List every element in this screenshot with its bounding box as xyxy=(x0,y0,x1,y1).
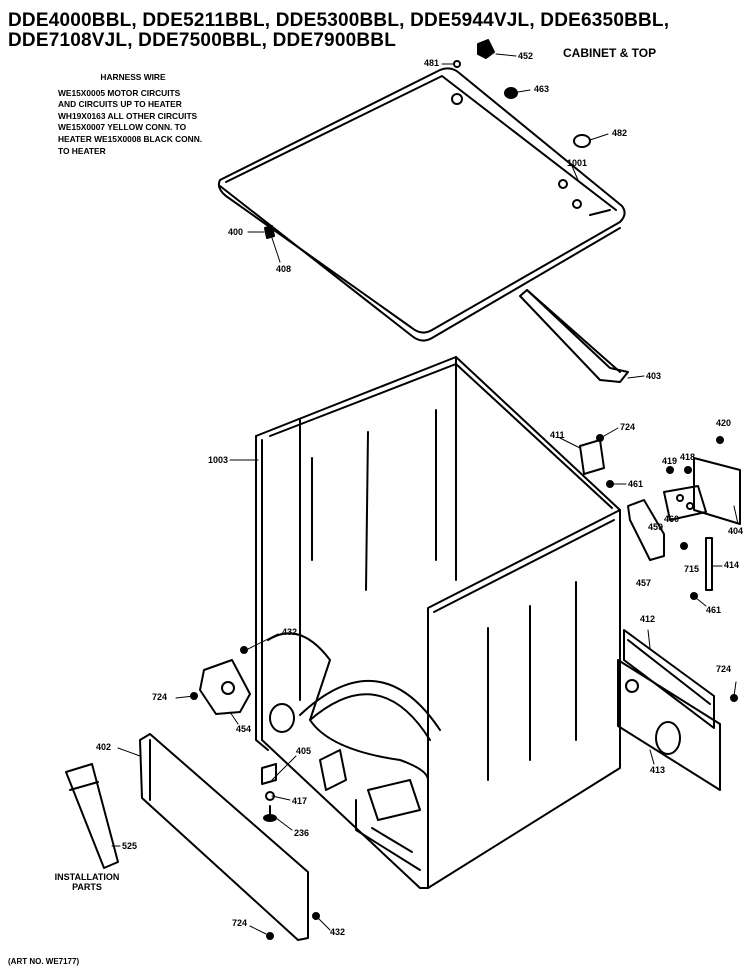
installation-line: PARTS xyxy=(72,882,102,892)
label-724: 724 xyxy=(716,664,732,674)
label-420: 420 xyxy=(716,418,732,428)
label-724: 724 xyxy=(620,422,636,432)
leader-lines xyxy=(111,53,739,935)
strap-414 xyxy=(705,537,713,591)
label-403: 403 xyxy=(646,371,662,381)
harness-line: WE15X0005 MOTOR CIRCUITS xyxy=(58,87,181,98)
art-number: (ART NO. WE7177) xyxy=(8,957,80,966)
label-461: 461 xyxy=(706,605,722,615)
part-463-plug xyxy=(504,87,518,99)
kick-plate-402 xyxy=(139,733,309,941)
label-715: 715 xyxy=(684,564,700,574)
installation-line: INSTALLATION xyxy=(54,872,120,882)
label-454: 454 xyxy=(236,724,252,734)
installation-parts-label: INSTALLATION PARTS xyxy=(50,872,124,892)
bracket-404 xyxy=(693,457,741,525)
harness-wire-note: HARNESS WIRE WE15X0005 MOTOR CIRCUITS AN… xyxy=(58,72,208,157)
label-411: 411 xyxy=(550,430,565,440)
harness-heading: HARNESS WIRE xyxy=(100,72,166,82)
harness-line: TO HEATER xyxy=(58,145,106,156)
panel-411 xyxy=(579,439,605,475)
label-459: 459 xyxy=(648,522,664,532)
panel-413 xyxy=(617,659,721,791)
part-400-clip xyxy=(264,225,275,239)
harness-line: AND CIRCUITS UP TO HEATER xyxy=(58,99,182,110)
part-482-bumper xyxy=(573,134,591,148)
support-bar-403 xyxy=(519,289,629,383)
label-413: 413 xyxy=(650,765,666,775)
label-432: 432 xyxy=(282,627,298,637)
label-525: 525 xyxy=(122,841,138,851)
label-402: 402 xyxy=(96,742,112,752)
section-title: CABINET & TOP xyxy=(563,46,657,60)
label-482: 482 xyxy=(612,128,628,138)
label-408: 408 xyxy=(276,264,292,274)
models-line-2: DDE7108VJL, DDE7500BBL, DDE7900BBL xyxy=(8,30,397,51)
label-417: 417 xyxy=(292,796,308,806)
cabinet-body xyxy=(255,356,621,889)
label-1003: 1003 xyxy=(208,455,229,465)
rail-412 xyxy=(623,629,715,729)
part-481-screw xyxy=(453,60,461,68)
door-switch-454 xyxy=(199,659,251,715)
terminal-block-460 xyxy=(663,485,707,521)
label-481: 481 xyxy=(424,58,440,68)
label-432: 432 xyxy=(330,927,346,937)
label-418: 418 xyxy=(680,452,696,462)
label-724: 724 xyxy=(232,918,248,928)
label-236: 236 xyxy=(294,828,310,838)
label-404: 404 xyxy=(728,526,744,536)
label-457: 457 xyxy=(636,578,652,588)
label-1001: 1001 xyxy=(567,158,588,168)
label-412: 412 xyxy=(640,614,656,624)
label-419: 419 xyxy=(662,456,678,466)
label-400: 400 xyxy=(228,227,244,237)
label-460: 460 xyxy=(664,514,680,524)
harness-line: HEATER WE15X0008 BLACK CONN. xyxy=(58,133,203,144)
part-452-clip xyxy=(477,39,495,59)
harness-line: WH19X0163 ALL OTHER CIRCUITS xyxy=(58,110,198,121)
bracket-405 xyxy=(261,763,277,785)
harness-line: WE15X0007 YELLOW CONN. TO xyxy=(58,122,187,133)
bracket-457 xyxy=(627,499,665,561)
models-line-1: DDE4000BBL, DDE5211BBL, DDE5300BBL, DDE5… xyxy=(8,10,670,31)
label-405: 405 xyxy=(296,746,312,756)
label-463: 463 xyxy=(534,84,550,94)
screws xyxy=(190,434,738,940)
top-panel xyxy=(217,67,626,342)
label-724: 724 xyxy=(152,692,168,702)
label-452: 452 xyxy=(518,51,534,61)
label-414: 414 xyxy=(724,560,740,570)
installation-envelope-525 xyxy=(65,763,119,869)
label-461: 461 xyxy=(628,479,644,489)
